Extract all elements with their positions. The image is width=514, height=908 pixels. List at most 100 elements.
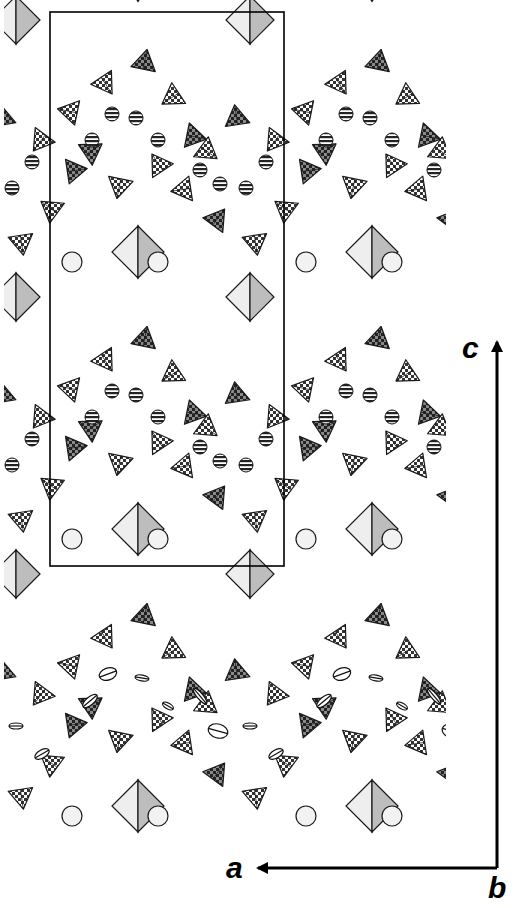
water-site (129, 388, 143, 402)
tetrahedron-edge (351, 733, 355, 753)
ellipsoid-axis (83, 695, 97, 707)
tetrahedron-edge (171, 188, 191, 191)
thermal-ellipsoid (135, 674, 150, 682)
axis-label: a (226, 852, 243, 884)
tetrahedron-edge (201, 424, 217, 436)
thermal-ellipsoid (81, 692, 100, 710)
water-site (319, 410, 333, 424)
tetrahedron-edge (67, 169, 87, 172)
ellipsoid-axis (163, 703, 173, 709)
tetrahedron (437, 209, 446, 232)
tetrahedron-edge (435, 147, 446, 159)
tetrahedron-edge (67, 446, 87, 449)
cation-sphere (296, 252, 316, 272)
tetrahedron (437, 763, 446, 786)
water-site (239, 181, 253, 195)
tetrahedron-edge (171, 465, 191, 468)
octahedron-face (4, 550, 16, 598)
tetrahedron-edge (152, 154, 163, 171)
tetrahedron-edge (254, 235, 257, 255)
ellipsoid-axis (369, 677, 383, 679)
tetrahedron-edge (292, 109, 312, 113)
tetrahedron-edge (301, 169, 321, 172)
thermal-ellipsoid (9, 723, 23, 729)
cation-sphere (296, 806, 316, 826)
octahedron-face (112, 0, 138, 1)
octahedron-face (372, 0, 398, 1)
tetrahedron-edge (405, 188, 425, 191)
axis-label: c (462, 332, 479, 364)
water-site (385, 410, 399, 424)
water-site (25, 432, 39, 446)
tetrahedron (386, 708, 407, 732)
tetrahedron (396, 360, 420, 381)
tetrahedron (203, 209, 225, 232)
tetrahedron (131, 604, 155, 626)
tetrahedron (300, 159, 322, 184)
octahedron-face (16, 273, 40, 321)
water-site (85, 410, 99, 424)
thermal-ellipsoid (315, 692, 334, 710)
tetrahedron (171, 730, 193, 755)
cation-sphere (148, 252, 168, 272)
tetrahedron-edge (117, 179, 121, 199)
cation-sphere (382, 806, 402, 826)
tetrahedron (275, 478, 298, 500)
tetrahedron (300, 436, 322, 461)
cation-sphere (62, 806, 82, 826)
water-site (5, 181, 19, 195)
ellipsoid-axis (208, 728, 227, 733)
tetrahedron (225, 659, 250, 681)
tetrahedron-edge (101, 77, 112, 94)
water-site (129, 111, 143, 125)
thermal-ellipsoid (33, 747, 51, 762)
tetrahedron-edge (41, 478, 57, 490)
tetrahedron-edge (292, 386, 312, 390)
octahedron-face (16, 0, 40, 44)
tetrahedron (275, 201, 298, 223)
tetrahedron (4, 659, 16, 681)
tetrahedron-edge (67, 723, 87, 726)
water-site (213, 454, 227, 468)
tetrahedron-edge (386, 708, 397, 725)
water-site (105, 107, 119, 121)
octahedron-face (16, 550, 40, 598)
tetrahedron-edge (143, 327, 147, 347)
tetrahedron-edge (162, 93, 179, 104)
unit-cell (50, 12, 284, 566)
thermal-ellipsoid (161, 700, 174, 711)
water-site (193, 440, 207, 454)
water-site (193, 163, 207, 177)
tetrahedron (66, 159, 88, 184)
tetrahedron (8, 788, 33, 810)
tetrahedron (225, 382, 250, 404)
octahedron-face (112, 503, 138, 555)
tetrahedron (91, 347, 112, 371)
tetrahedron (275, 755, 298, 777)
polyhedra (4, 0, 446, 832)
tetrahedron (325, 70, 346, 94)
thermal-ellipsoid (425, 686, 442, 705)
tetrahedron-edge (254, 789, 257, 809)
water-site (259, 155, 273, 169)
tetrahedron-edge (405, 742, 425, 745)
ellipsoid-axis (194, 688, 207, 703)
water-site (385, 133, 399, 147)
cation-sphere (382, 252, 402, 272)
tetrahedron-edge (377, 50, 381, 70)
tetrahedron-edge (235, 105, 238, 125)
tetrahedron-edge (171, 742, 191, 745)
tetrahedron (162, 360, 186, 381)
water-site (339, 107, 353, 121)
thermal-ellipsoid (331, 665, 352, 682)
cation-sphere (62, 529, 82, 549)
tetrahedron (365, 604, 389, 626)
tetrahedron (343, 730, 367, 752)
thermal-ellipsoid (191, 686, 208, 705)
tetrahedron (109, 730, 133, 752)
tetrahedron (365, 50, 389, 72)
tetrahedron-edge (335, 354, 346, 371)
tetrahedron-edge (377, 327, 381, 347)
tetrahedron-edge (267, 135, 279, 151)
water-site (85, 133, 99, 147)
